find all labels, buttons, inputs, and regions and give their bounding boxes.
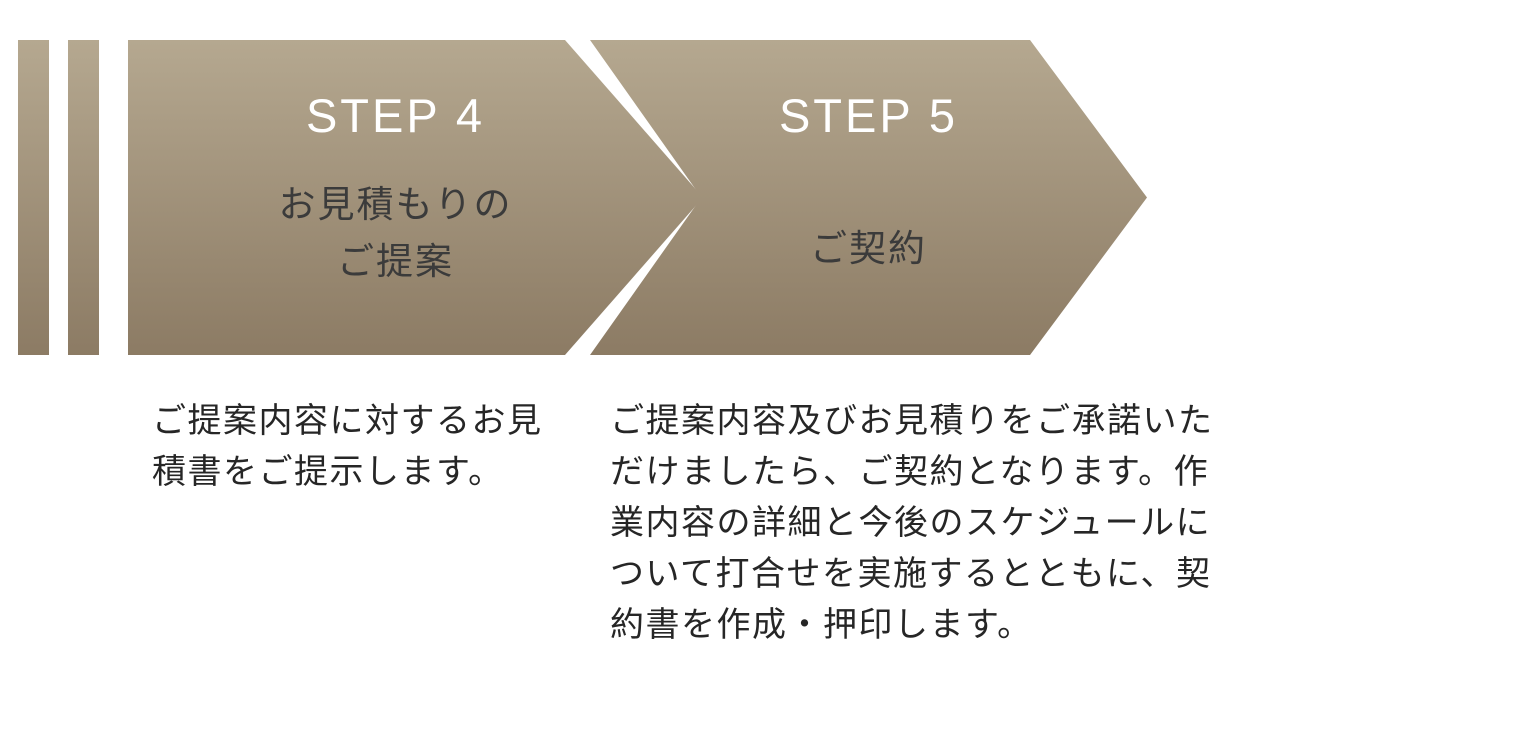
step4-description: ご提案内容に対するお見 積書をご提示します。	[152, 402, 543, 491]
previous-step-fragment-bar	[18, 40, 49, 355]
step4-title: お見積もりの ご提案	[278, 184, 513, 282]
previous-step-fragment-bar	[68, 40, 99, 355]
step4-chevron: STEP 4 お見積もりの ご提案	[128, 40, 703, 355]
step5-label: STEP 5	[778, 89, 959, 142]
step5-description: ご提案内容及びお見積りをご承諾いた だけましたら、ご契約となります。作 業内容の…	[610, 402, 1214, 644]
step4-label: STEP 4	[305, 89, 486, 142]
step5-title: ご契約	[810, 228, 927, 269]
